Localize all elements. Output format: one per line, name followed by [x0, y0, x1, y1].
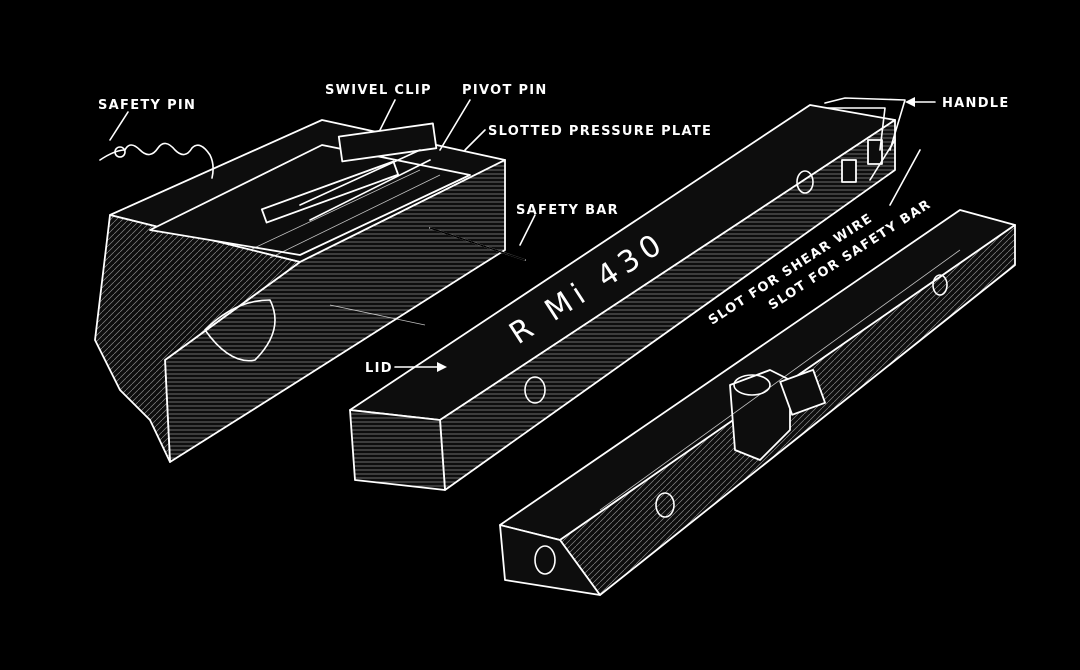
label-safety-bar: SAFETY BAR — [516, 203, 619, 218]
label-safety-pin: SAFETY PIN — [98, 98, 196, 113]
leader-lines — [109, 97, 936, 372]
mine-body — [94, 119, 526, 463]
label-swivel-clip: SWIVEL CLIP — [325, 83, 432, 98]
label-pivot-pin: PIVOT PIN — [462, 83, 548, 98]
label-handle: HANDLE — [942, 96, 1010, 111]
label-lid: LID — [365, 361, 393, 376]
label-slotted-pressure-plate: SLOTTED PRESSURE PLATE — [488, 124, 712, 139]
lid-bar — [349, 97, 906, 491]
base-bar — [499, 209, 1016, 596]
